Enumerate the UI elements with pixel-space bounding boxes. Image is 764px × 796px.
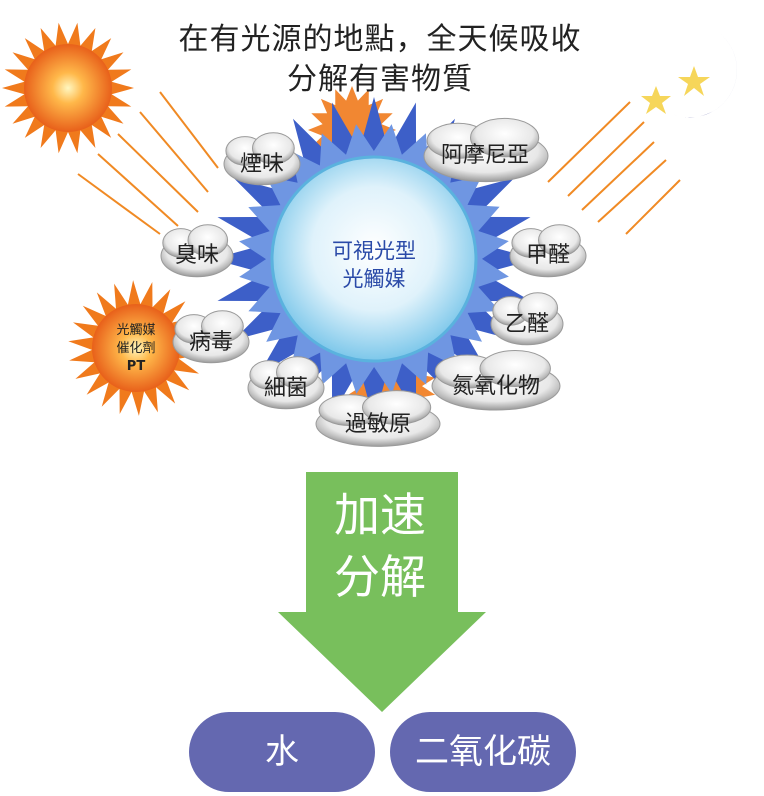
photocatalyst-sphere — [270, 155, 478, 363]
moonlight-rays-right — [547, 101, 681, 235]
catalyst-label: 光觸媒 催化劑 PT — [91, 322, 181, 376]
cloud-shape — [160, 224, 234, 278]
product-water: 水 — [189, 712, 375, 792]
moon-icon — [664, 30, 737, 118]
pollutant-allergens: 過敏原 — [344, 412, 412, 437]
pollutant-formaldehyde: 甲醛 — [525, 243, 571, 268]
arrow-label-line-1: 加速 — [334, 488, 426, 542]
star-icon — [641, 86, 671, 114]
pollutant-ammonia: 阿摩尼亞 — [440, 143, 530, 168]
pollutant-clouds — [160, 117, 587, 447]
headline-line-2: 分解有害物質 — [287, 62, 473, 97]
star-icon — [678, 66, 710, 96]
cloud-shape — [315, 390, 441, 447]
pollutant-virus: 病毒 — [188, 330, 234, 355]
cloud-shape — [509, 224, 587, 278]
catalyst-label-line-2: 催化劑 — [116, 341, 156, 356]
cloud-shape — [247, 356, 325, 410]
cloud-shape — [172, 310, 250, 364]
product-co2: 二氧化碳 — [390, 712, 576, 792]
center-label-line-1: 可視光型 — [332, 239, 416, 263]
pollutant-acetaldehyde: 乙醛 — [504, 312, 550, 337]
cloud-shape — [431, 350, 561, 411]
headline-line-1: 在有光源的地點，全天候吸收 — [178, 22, 582, 57]
catalyst-sun-icon — [68, 280, 204, 416]
sun-icon — [2, 22, 134, 154]
pollutant-odor: 臭味 — [174, 243, 220, 268]
cloud-shape — [223, 132, 301, 186]
center-label-line-2: 光觸媒 — [342, 267, 406, 291]
pollutant-smoke: 煙味 — [239, 152, 285, 177]
cloud-shape — [490, 292, 564, 346]
sunlight-rays-left — [77, 91, 219, 235]
pollutant-bacteria: 細菌 — [263, 376, 309, 401]
pollutant-nitrogen-oxides: 氮氧化物 — [451, 374, 541, 399]
catalyst-label-line-1: 光觸媒 — [116, 323, 156, 338]
cloud-shape — [423, 117, 549, 183]
arrow-label-line-2: 分解 — [334, 550, 426, 604]
decompose-arrow — [278, 472, 486, 712]
catalyst-label-line-3: PT — [126, 359, 146, 374]
